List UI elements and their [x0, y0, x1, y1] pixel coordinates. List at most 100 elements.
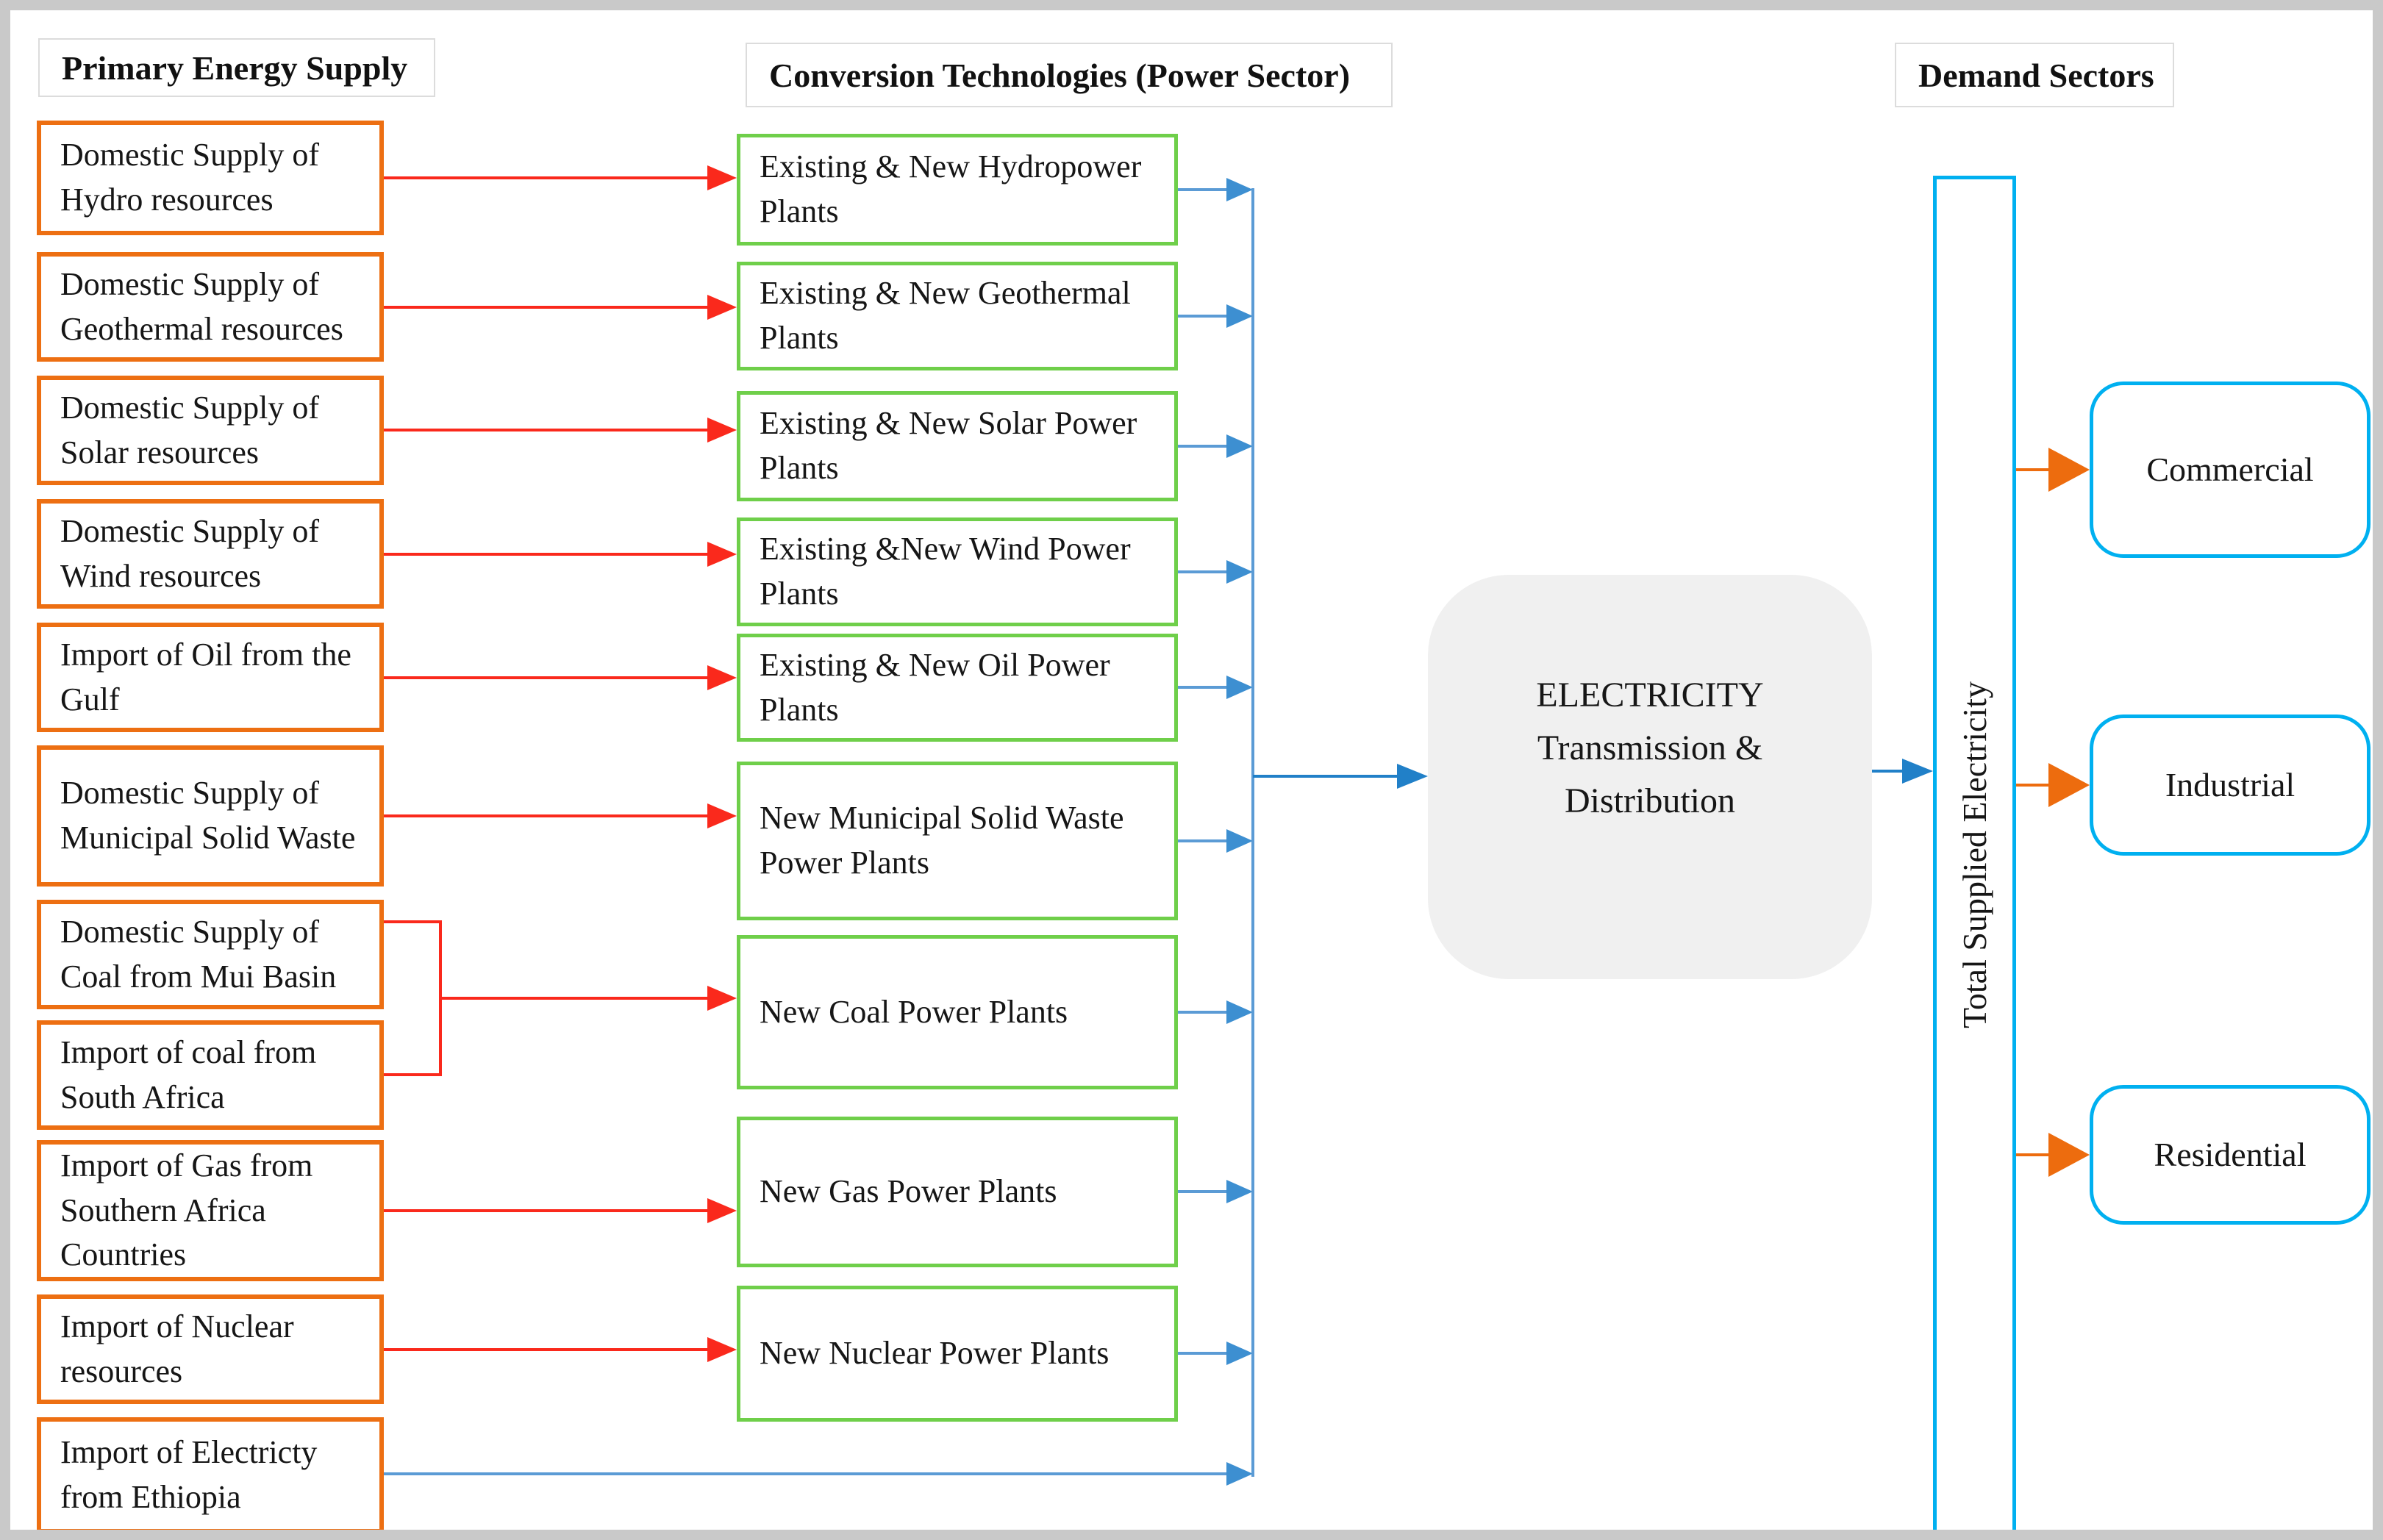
- arrowhead-icon: [1902, 759, 1933, 784]
- supply-box-label: Import of Gas from Southern Africa Count…: [60, 1147, 313, 1273]
- supply-column-header: Primary Energy Supply: [38, 38, 435, 97]
- collector-bus-line: [1251, 188, 1254, 1477]
- conversion-column-header-label: Conversion Technologies (Power Sector): [769, 56, 1351, 94]
- bus-feed-line-hydropower: [1178, 188, 1226, 191]
- arrowhead-icon: [1226, 1000, 1253, 1024]
- arrow-line-gas: [384, 1209, 707, 1212]
- coal-bracket-line-south-africa: [384, 1073, 440, 1076]
- conversion-box-municipal-solid-waste: New Municipal Solid Waste Power Plants: [737, 762, 1178, 920]
- supply-box-geothermal: Domestic Supply of Geothermal resources: [37, 252, 384, 362]
- supply-box-label: Domestic Supply of Solar resources: [60, 389, 319, 470]
- arrowhead-icon: [707, 665, 737, 690]
- arrowhead-icon: [707, 542, 737, 567]
- conversion-box-coal: New Coal Power Plants: [737, 935, 1178, 1089]
- supply-column-header-label: Primary Energy Supply: [62, 49, 408, 87]
- arrowhead-icon: [1226, 1462, 1253, 1486]
- arrowhead-icon: [2048, 763, 2090, 807]
- supply-box-municipal-solid-waste: Domestic Supply of Municipal Solid Waste: [37, 745, 384, 887]
- arrow-line-msw: [384, 814, 707, 817]
- demand-box-label: Residential: [2154, 1136, 2307, 1174]
- supply-box-label: Import of Nuclear resources: [60, 1308, 294, 1389]
- arrowhead-icon: [707, 295, 737, 320]
- supply-box-label: Domestic Supply of Coal from Mui Basin: [60, 913, 337, 995]
- demand-box-commercial: Commercial: [2090, 382, 2371, 558]
- conversion-box-gas: New Gas Power Plants: [737, 1117, 1178, 1267]
- demand-box-residential: Residential: [2090, 1085, 2371, 1225]
- supply-box-label: Import of Electricty from Ethiopia: [60, 1434, 318, 1515]
- arrowhead-icon: [1226, 676, 1253, 699]
- arrow-line-hydro: [384, 176, 707, 179]
- supply-box-gas-southern-africa: Import of Gas from Southern Africa Count…: [37, 1140, 384, 1281]
- arrow-line-oil: [384, 676, 707, 679]
- conversion-box-label: Existing &New Wind Power Plants: [760, 531, 1131, 612]
- arrowhead-icon: [707, 165, 737, 190]
- supply-box-label: Domestic Supply of Wind resources: [60, 512, 319, 594]
- supply-box-label: Domestic Supply of Hydro resources: [60, 137, 319, 218]
- arrowhead-icon: [2048, 1133, 2090, 1177]
- arrow-line-to-hub: [1253, 775, 1397, 778]
- demand-box-label: Industrial: [2165, 766, 2296, 804]
- conversion-box-oil: Existing & New Oil Power Plants: [737, 634, 1178, 742]
- supply-box-nuclear: Import of Nuclear resources: [37, 1294, 384, 1404]
- supply-box-hydro: Domestic Supply of Hydro resources: [37, 121, 384, 235]
- conversion-box-label: New Municipal Solid Waste Power Plants: [760, 800, 1124, 881]
- arrowhead-icon: [1397, 764, 1428, 789]
- supply-box-label: Domestic Supply of Geothermal resources: [60, 265, 343, 347]
- bus-feed-line-geothermal: [1178, 315, 1226, 318]
- hub-subtitle-1: Transmission &: [1537, 728, 1763, 767]
- hub-subtitle-2: Distribution: [1564, 781, 1735, 820]
- arrowhead-icon: [707, 418, 737, 443]
- conversion-box-solar: Existing & New Solar Power Plants: [737, 391, 1178, 501]
- bus-label: Total Supplied Electricity: [1956, 681, 1993, 1028]
- coal-bracket-line-mui: [384, 920, 440, 923]
- arrow-line-geothermal: [384, 306, 707, 309]
- supply-box-electricity-ethiopia: Import of Electricty from Ethiopia: [37, 1417, 384, 1530]
- conversion-box-wind: Existing &New Wind Power Plants: [737, 517, 1178, 626]
- arrow-line-wind: [384, 553, 707, 556]
- arrowhead-icon: [1226, 178, 1253, 201]
- transmission-distribution-hub: ELECTRICITY Transmission & Distribution: [1428, 575, 1872, 979]
- bus-feed-line-wind: [1178, 570, 1226, 573]
- demand-box-industrial: Industrial: [2090, 715, 2371, 856]
- supply-box-label: Import of coal from South Africa: [60, 1034, 317, 1115]
- arrowhead-icon: [2048, 448, 2090, 492]
- bus-feed-line-solar: [1178, 445, 1226, 448]
- bus-feed-line-gas: [1178, 1190, 1226, 1193]
- arrowhead-icon: [707, 986, 737, 1011]
- arrowhead-icon: [1226, 829, 1253, 853]
- arrowhead-icon: [1226, 1180, 1253, 1203]
- arrow-line-hub-to-bus: [1872, 770, 1902, 773]
- conversion-box-geothermal: Existing & New Geothermal Plants: [737, 262, 1178, 370]
- arrowhead-icon: [1226, 434, 1253, 458]
- bus-feed-line-msw: [1178, 839, 1226, 842]
- hub-title: ELECTRICITY: [1536, 676, 1764, 715]
- arrowhead-icon: [1226, 304, 1253, 328]
- conversion-box-label: New Coal Power Plants: [760, 993, 1068, 1030]
- conversion-box-label: Existing & New Oil Power Plants: [760, 646, 1110, 728]
- arrow-line-industrial: [2016, 784, 2048, 787]
- supply-box-coal-mui-basin: Domestic Supply of Coal from Mui Basin: [37, 900, 384, 1009]
- arrowhead-icon: [707, 1337, 737, 1362]
- total-supplied-electricity-bus: Total Supplied Electricity: [1933, 176, 2016, 1530]
- conversion-box-label: New Gas Power Plants: [760, 1173, 1057, 1210]
- conversion-box-label: Existing & New Solar Power Plants: [760, 405, 1137, 486]
- arrowhead-icon: [1226, 560, 1253, 584]
- conversion-box-label: New Nuclear Power Plants: [760, 1335, 1110, 1372]
- bus-feed-line-oil: [1178, 686, 1226, 689]
- arrow-line-coal: [440, 997, 707, 1000]
- arrow-line-residential: [2016, 1153, 2048, 1156]
- bus-feed-line-coal: [1178, 1011, 1226, 1014]
- bus-feed-line-nuclear: [1178, 1352, 1226, 1355]
- arrow-line-commercial: [2016, 468, 2048, 471]
- arrow-line-nuclear: [384, 1348, 707, 1351]
- arrowhead-icon: [707, 803, 737, 828]
- arrow-line-solar: [384, 429, 707, 431]
- arrowhead-icon: [707, 1198, 737, 1223]
- supply-box-coal-south-africa: Import of coal from South Africa: [37, 1020, 384, 1130]
- conversion-box-nuclear: New Nuclear Power Plants: [737, 1286, 1178, 1422]
- supply-box-solar: Domestic Supply of Solar resources: [37, 376, 384, 485]
- supply-box-label: Import of Oil from the Gulf: [60, 636, 351, 717]
- demand-column-header-label: Demand Sectors: [1918, 56, 2154, 94]
- conversion-box-label: Existing & New Hydropower Plants: [760, 148, 1142, 229]
